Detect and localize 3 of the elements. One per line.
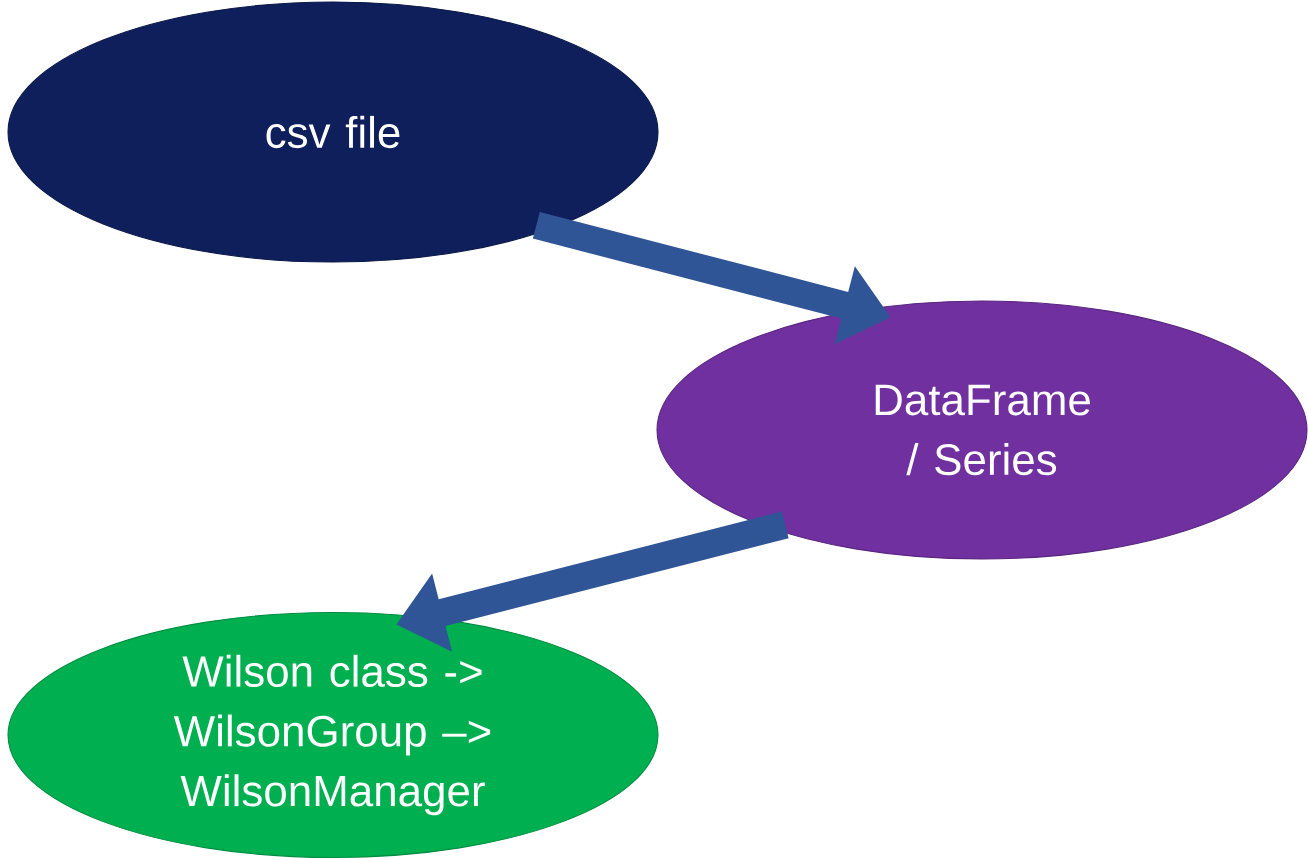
ellipse-node: csv file — [7, 1, 659, 263]
ellipse-node: Wilson class -> WilsonGroup –> WilsonManager — [7, 612, 659, 859]
ellipse-node: DataFrame / Series — [656, 300, 1308, 560]
